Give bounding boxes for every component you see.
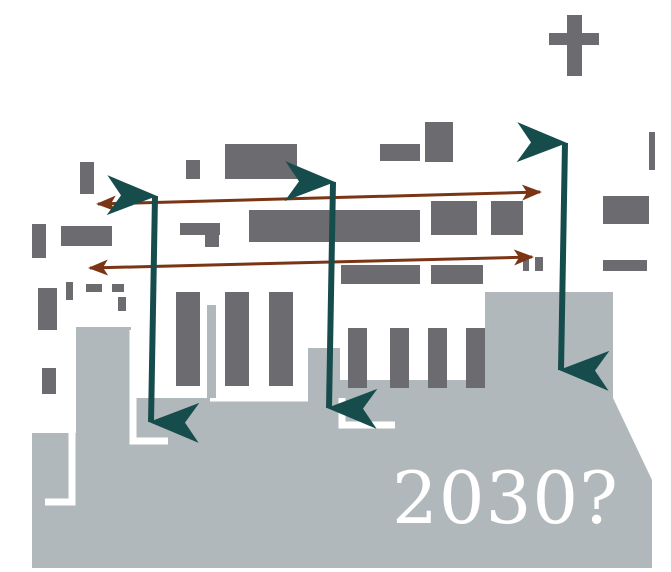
skyline-base xyxy=(32,292,652,568)
cross-icon xyxy=(549,15,599,76)
vertical-double-arrow-icon xyxy=(106,122,610,443)
year-label: 2030? xyxy=(392,456,619,540)
thin-pillar xyxy=(207,305,216,398)
